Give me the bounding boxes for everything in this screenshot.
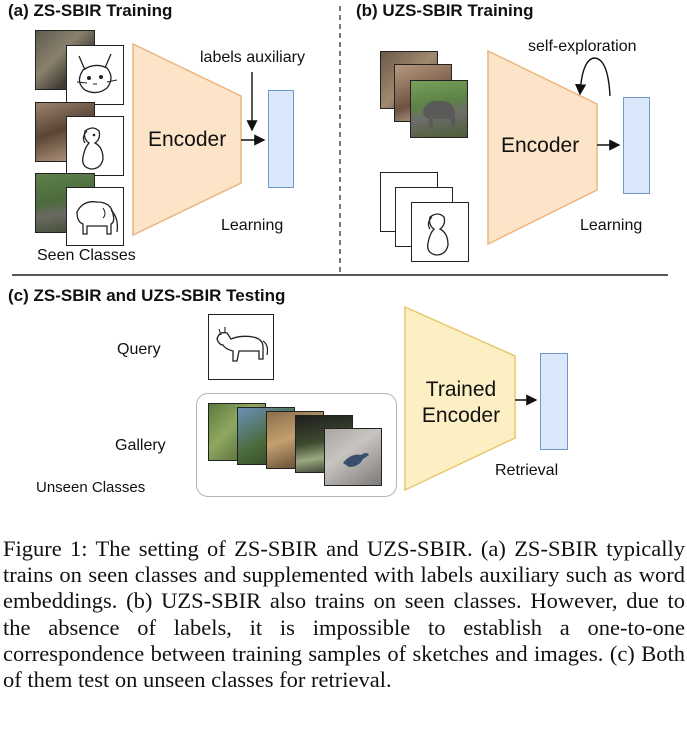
figure-dividers xyxy=(12,6,668,276)
encoder-b xyxy=(487,49,598,246)
retrieval-label: Retrieval xyxy=(495,462,559,479)
caption-text: Figure 1: The setting of ZS-SBIR and UZS… xyxy=(3,536,685,693)
panel-c-title: (c) ZS-SBIR and UZS-SBIR Testing xyxy=(8,286,286,305)
trained-encoder-label: Trained Encoder xyxy=(418,377,504,429)
encoder-a xyxy=(132,42,242,237)
trained-encoder xyxy=(404,305,516,492)
gallery-photo-5 xyxy=(324,428,382,486)
panel-c-graphics xyxy=(404,305,538,492)
elephant-photo-icon xyxy=(423,100,455,127)
encoder-b-label: Encoder xyxy=(501,134,580,157)
unseen-classes-label: Unseen Classes xyxy=(36,479,146,496)
query-label: Query xyxy=(117,341,161,358)
figure-caption: Figure 1: The setting of ZS-SBIR and UZS… xyxy=(3,536,685,693)
horse-sketch-icon xyxy=(216,327,269,362)
seen-classes-label: Seen Classes xyxy=(37,247,136,264)
learning-b-label: Learning xyxy=(580,217,643,234)
query-sketch xyxy=(208,314,274,380)
self-exploration-arrow xyxy=(574,57,611,97)
trained-encoder-line2: Encoder xyxy=(421,404,501,427)
gallery-box xyxy=(196,393,397,497)
cat-sketch xyxy=(66,45,124,105)
panel-a-graphics xyxy=(132,42,266,237)
elephant-sketch-icon xyxy=(76,201,119,235)
gallery-label: Gallery xyxy=(115,437,166,454)
elephant-sketch xyxy=(66,187,124,246)
trained-encoder-line1: Trained xyxy=(425,378,497,401)
bird-photo-icon xyxy=(343,453,369,467)
self-exploration-label: self-exploration xyxy=(528,38,637,55)
cat-sketch-icon xyxy=(76,53,118,94)
feature-vector-c xyxy=(540,353,568,450)
labels-auxiliary-label: labels auxiliary xyxy=(200,49,305,66)
panel-a-title: (a) ZS-SBIR Training xyxy=(8,1,173,20)
elephant-photo-b xyxy=(410,80,468,138)
dog-sketch-b xyxy=(411,202,469,262)
learning-a-label: Learning xyxy=(221,217,284,234)
encoder-a-label: Encoder xyxy=(148,128,227,151)
panel-b-graphics xyxy=(487,49,621,246)
panel-b-title: (b) UZS-SBIR Training xyxy=(356,1,534,20)
dog-sketch xyxy=(66,116,124,176)
dog-sketch-b-icon xyxy=(427,213,449,256)
feature-vector-a xyxy=(268,90,294,188)
dog-sketch-icon xyxy=(82,127,104,170)
feature-vector-b xyxy=(623,97,650,194)
